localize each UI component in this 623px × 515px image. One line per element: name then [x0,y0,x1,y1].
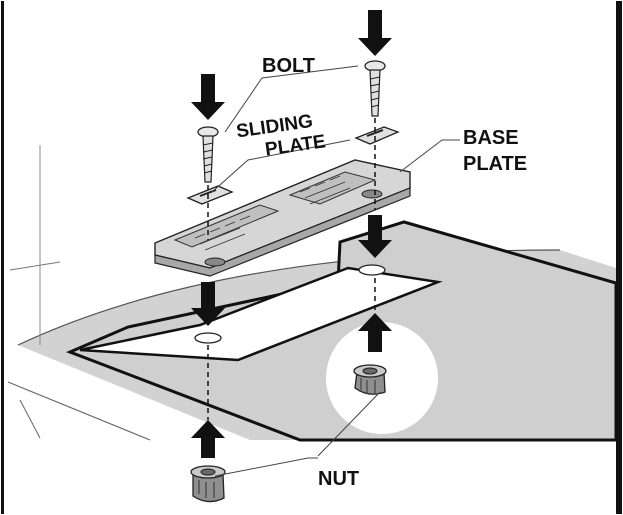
sliding-plate-left [186,185,234,205]
arrow-down-icon [191,282,225,326]
arrow-up-icon [358,313,392,352]
floor-hole-left [194,332,222,344]
bolt-right [364,60,386,117]
label-base-plate-line1: BASE [463,127,519,149]
floor-hole-right [358,264,386,276]
label-bolt: BOLT [262,55,315,77]
nut-left [190,465,226,503]
arrow-down-icon [191,74,225,120]
label-base-plate-line2: PLATE [463,153,527,175]
leader-lines [211,65,460,477]
sliding-plate-right [354,126,400,145]
label-sliding-plate: SLIDING PLATE [235,111,327,161]
arrow-down-icon [358,215,392,258]
base-plate [154,159,411,277]
arrow-up-icon [191,420,225,458]
bolt-left [197,126,219,183]
label-nut: NUT [318,468,359,490]
alignment-dashed-lines [207,118,376,420]
nut-right [353,364,387,395]
arrow-down-icon [358,10,392,56]
